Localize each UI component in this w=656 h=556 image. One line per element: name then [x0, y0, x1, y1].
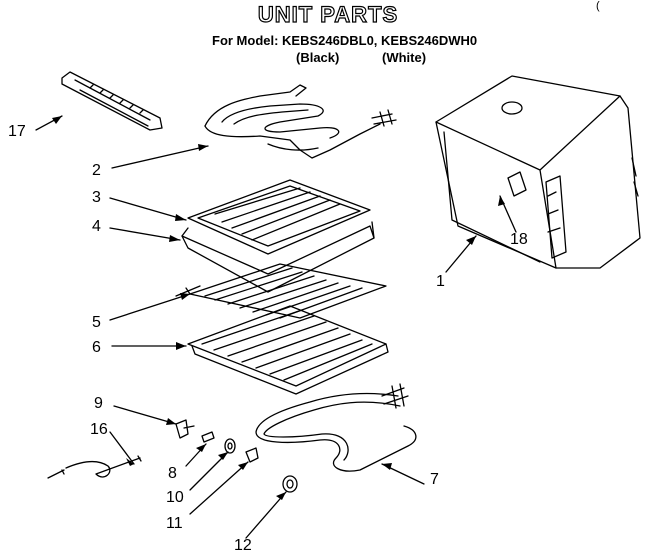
part-4-broiler-pan	[181, 221, 375, 293]
part-6-oven-rack	[187, 305, 389, 395]
callout-16: 16	[90, 421, 108, 438]
callout-17: 17	[8, 123, 26, 140]
callout-1: 1	[436, 273, 445, 290]
callout-11: 11	[166, 515, 183, 532]
variant-black-label: (Black)	[296, 50, 340, 65]
part-5-oven-rack	[175, 263, 387, 319]
model-line: For Model: KEBS246DBL0, KEBS246DWH0	[212, 33, 478, 48]
part-10-washer	[224, 438, 236, 454]
part-11-clip	[245, 447, 259, 463]
callout-6: 6	[92, 339, 101, 356]
callout-12: 12	[234, 537, 252, 554]
callout-3: 3	[92, 189, 101, 206]
callout-4: 4	[92, 218, 101, 235]
part-17-bracket	[61, 71, 163, 131]
part-12-knob	[282, 475, 298, 493]
callout-18: 18	[510, 231, 528, 248]
part-1-oven-cavity	[435, 75, 641, 269]
diagram-title: UNIT PARTS	[257, 1, 399, 27]
callout-9: 9	[94, 395, 103, 412]
part-8-fitting	[201, 431, 215, 443]
variant-white-label: (White)	[382, 50, 427, 65]
part-7-bake-element	[255, 383, 417, 472]
leader-arrowheads	[52, 116, 505, 500]
part-2-broil-element	[204, 84, 397, 159]
callout-10: 10	[166, 489, 184, 506]
part-9-bracket	[175, 419, 195, 439]
callout-7: 7	[430, 471, 439, 488]
callout-8: 8	[168, 465, 177, 482]
part-3-broiler-grid	[187, 179, 371, 255]
corner-note: (	[596, 0, 600, 12]
callout-2: 2	[92, 162, 101, 179]
part-16-sensor-probe	[47, 455, 142, 479]
callout-5: 5	[92, 314, 101, 331]
